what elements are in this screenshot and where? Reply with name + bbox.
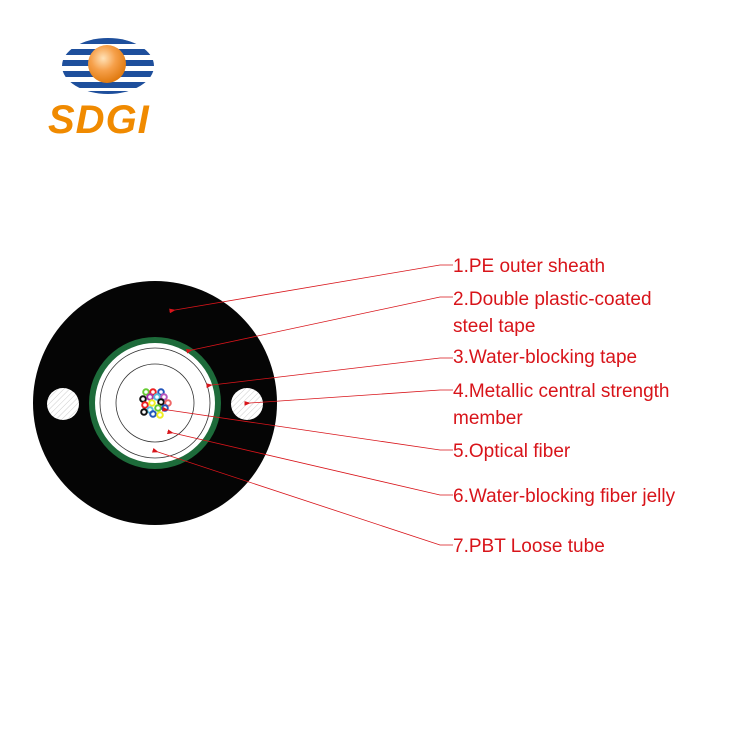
strength-member-left (47, 388, 79, 420)
label-loose-tube: 7.PBT Loose tube (453, 536, 605, 557)
fiber-icon (149, 410, 157, 418)
optical-fibers (139, 388, 172, 419)
cable-cross-section (33, 281, 277, 525)
label-fiber-jelly: 6.Water-blocking fiber jelly (453, 486, 676, 507)
fiber-icon (156, 411, 164, 419)
leader-lines (151, 264, 453, 546)
logo-icon (62, 38, 154, 94)
fiber-icon (142, 388, 150, 396)
label-optical-fiber: 5.Optical fiber (453, 441, 571, 462)
fiber-icon (154, 404, 162, 412)
strength-member-right (231, 388, 263, 420)
water-blocking-tape (99, 347, 211, 459)
fiber-icon (140, 408, 148, 416)
fiber-icon (157, 398, 165, 406)
loose-tube (115, 363, 195, 443)
fiber-icon (148, 399, 156, 407)
fiber-icon (153, 393, 161, 401)
label-pe-outer-sheath: 1.PE outer sheath (453, 256, 606, 277)
logo-text: SDGI (48, 98, 150, 142)
label-water-blocking-tape: 3.Water-blocking tape (453, 347, 638, 368)
fiber-icon (141, 401, 149, 409)
